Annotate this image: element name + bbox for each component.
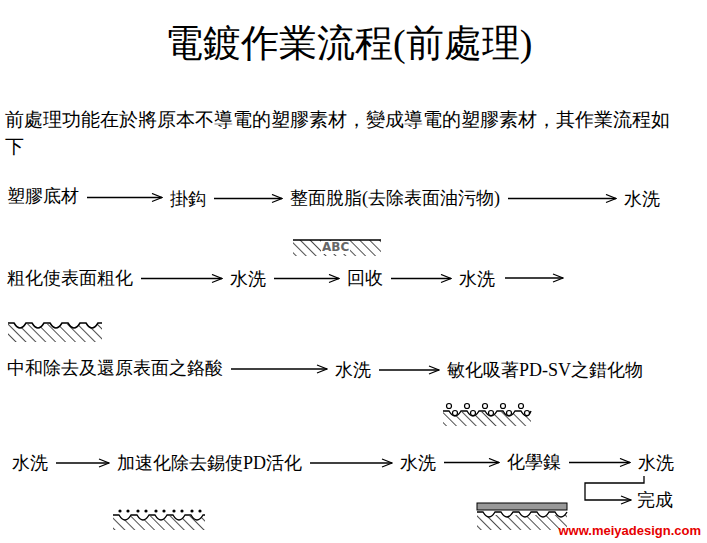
nickel-layer: [477, 503, 567, 510]
intro-text: 前處理功能在於將原本不導電的塑膠素材，變成導電的塑膠素材，其作業流程如下: [5, 106, 685, 160]
page-title: 電鍍作業流程(前處理): [165, 18, 532, 69]
process-step: 掛鈎: [168, 187, 208, 211]
degrease-surface: [293, 240, 381, 256]
process-step: 敏化吸著PD-SV之錯化物: [445, 358, 645, 382]
continue-arrow: [505, 277, 563, 278]
step-text: 加速化除去錫使PD活化: [117, 453, 302, 473]
flow-arrow: [56, 462, 109, 463]
step-text: 水洗: [230, 269, 266, 289]
substrate-hatch: [293, 240, 381, 256]
substrate-hatch: [113, 516, 205, 530]
sensitized-surface: [443, 404, 531, 427]
process-step: 加速化除去錫使PD活化: [115, 451, 304, 475]
process-step: 水洗: [10, 451, 50, 475]
roughened-surface: [8, 323, 102, 342]
step-text: 水洗: [459, 269, 495, 289]
process-step: 水洗: [457, 267, 497, 291]
process-step: 水洗: [636, 451, 676, 475]
flow-arrow: [87, 197, 162, 198]
nickel-surface: [477, 503, 567, 530]
process-step: 整面脫脂(去除表面油污物): [288, 186, 502, 210]
etched-pits: [8, 323, 102, 328]
pd-nuclei: [118, 509, 201, 512]
process-step: 粗化使表面粗化: [5, 266, 135, 290]
flow-arrow: [274, 278, 339, 279]
step-text: 整面脫脂(去除表面油污物): [290, 188, 500, 208]
flow-arrow: [508, 198, 616, 199]
step-text: 水洗: [638, 453, 674, 473]
step-text: 水洗: [335, 360, 371, 380]
step-text: 回收: [347, 268, 383, 288]
step-text: 水洗: [400, 453, 436, 473]
step-text: 掛鈎: [170, 189, 206, 209]
flow-arrow: [585, 476, 644, 500]
etched-pits: [443, 411, 531, 416]
flow-arrow: [231, 368, 327, 369]
process-step: 塑膠底材: [5, 184, 81, 208]
substrate-hatch: [8, 324, 102, 342]
process-step: 水洗: [398, 451, 438, 475]
flow-arrow: [391, 278, 451, 279]
step-text: 水洗: [624, 189, 660, 209]
pd-sn-complex: [447, 404, 530, 416]
flow-arrow: [379, 369, 439, 370]
flow-arrow: [310, 462, 392, 463]
etched-pits: [477, 512, 567, 517]
activated-surface: [113, 509, 205, 530]
process-step: 回收: [345, 266, 385, 290]
watermark: www.meiyadesign.com: [558, 523, 701, 538]
process-step: 水洗: [333, 358, 373, 382]
flow-arrow: [141, 278, 222, 279]
process-step: 水洗: [228, 267, 268, 291]
step-text: 水洗: [12, 453, 48, 473]
step-text: 敏化吸著PD-SV之錯化物: [447, 360, 643, 380]
step-text: 中和除去及還原表面之鉻酸: [7, 358, 223, 378]
flow-arrow: [444, 462, 499, 463]
etched-pits: [113, 515, 205, 520]
step-text: 粗化使表面粗化: [7, 268, 133, 288]
flow-arrow: [214, 198, 282, 199]
process-step: 水洗: [622, 187, 662, 211]
step-text: 完成: [637, 490, 673, 510]
surface-mark: ABC: [321, 241, 350, 254]
process-step: 完成: [635, 488, 675, 512]
process-step: 中和除去及還原表面之鉻酸: [5, 356, 225, 380]
step-text: 塑膠底材: [7, 186, 79, 206]
process-step: 化學鎳: [505, 450, 563, 474]
flow-arrow: [569, 462, 630, 463]
step-text: 化學鎳: [507, 452, 561, 472]
